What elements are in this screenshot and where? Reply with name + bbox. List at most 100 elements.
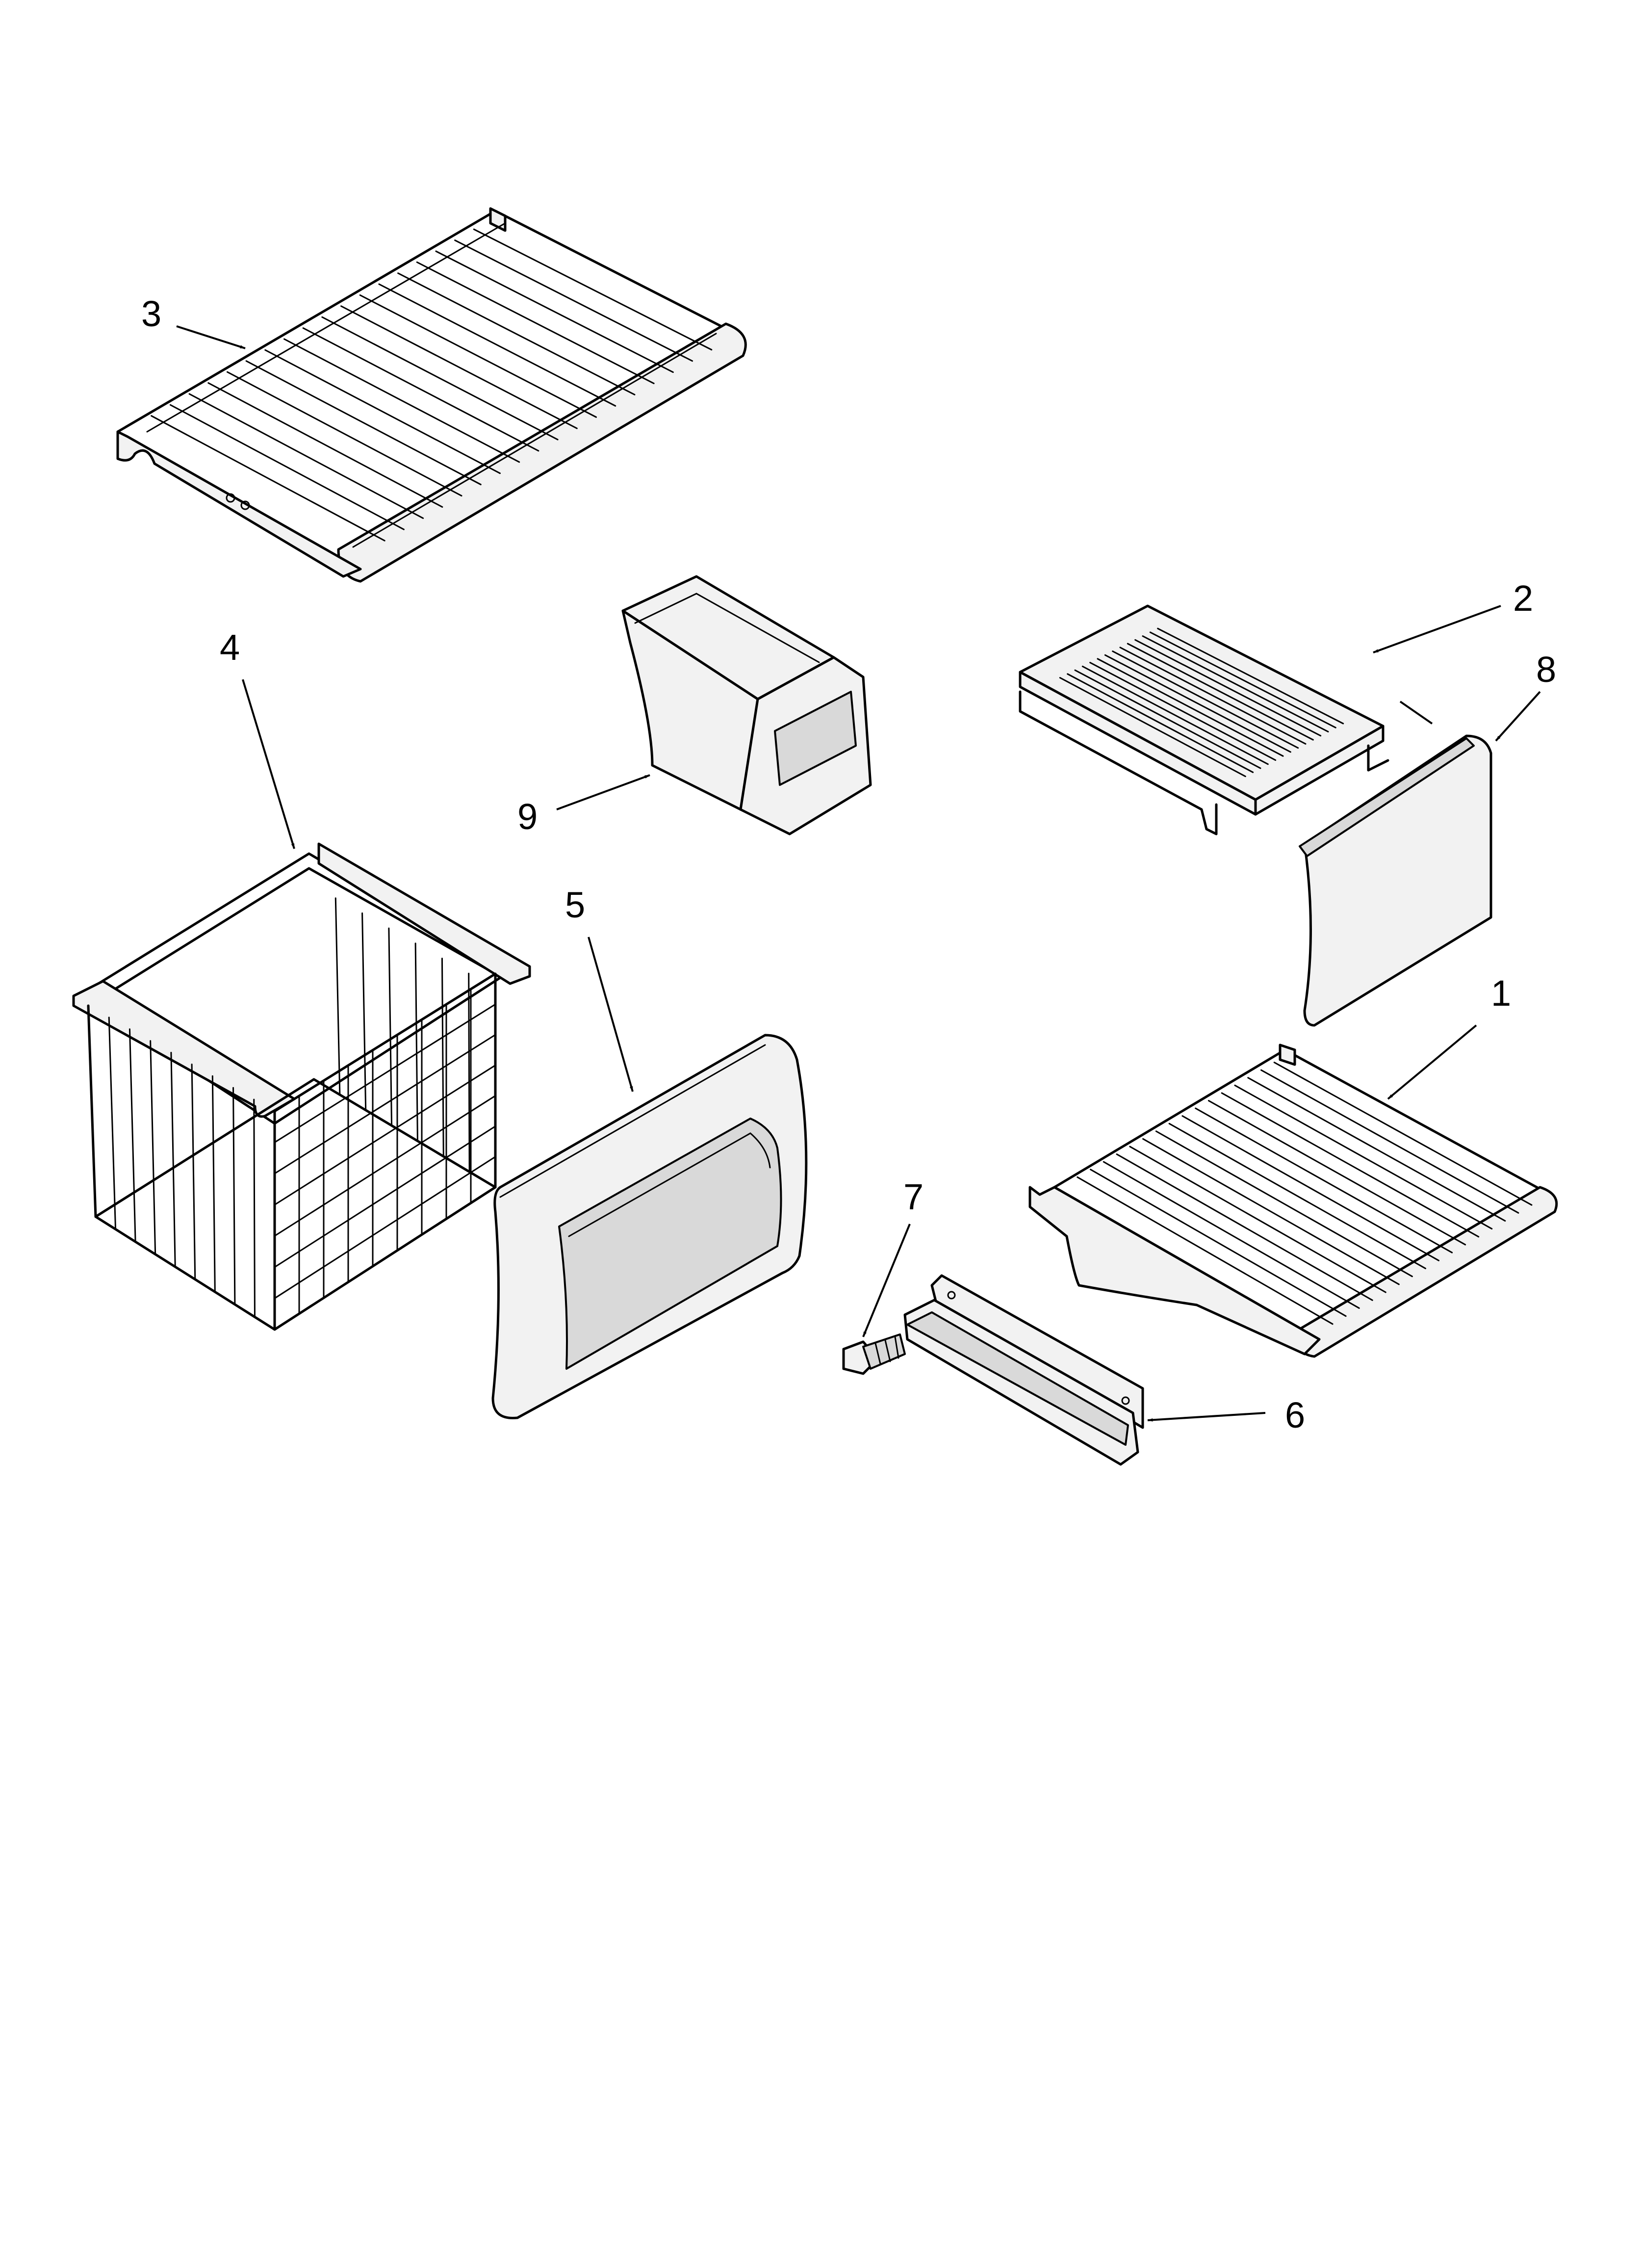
shelf-1-wire xyxy=(1195,1107,1453,1253)
callout-7: 7 xyxy=(862,1176,924,1337)
callout-5: 5 xyxy=(565,885,634,1092)
grille-2-slot xyxy=(1067,673,1254,773)
callout-9-arrow xyxy=(556,774,650,810)
callout-5-label: 5 xyxy=(565,885,585,925)
callout-1: 1 xyxy=(1387,973,1511,1100)
callout-1-arrow xyxy=(1387,1024,1477,1100)
shelf-3-wire xyxy=(146,222,506,433)
callout-4: 4 xyxy=(220,627,295,849)
grille-2-slot xyxy=(1059,677,1246,778)
part-2-grille-shelf xyxy=(1019,604,1389,835)
basket-4-wire xyxy=(274,1034,496,1174)
basket-4-wire xyxy=(274,1003,496,1144)
callout-7-arrow xyxy=(862,1224,911,1337)
shelf-3-wire xyxy=(435,250,674,373)
callout-8-arrow xyxy=(1495,691,1541,742)
grille-2-slot xyxy=(1119,647,1307,745)
part-4-wire-grid xyxy=(108,897,496,1318)
grille-2-slot xyxy=(1127,643,1314,741)
basket-4-wire xyxy=(274,1156,496,1299)
basket-4-wire xyxy=(274,1125,496,1268)
shelf-3-wire xyxy=(352,333,717,548)
callout-2-arrow xyxy=(1373,605,1501,653)
part-1-wire-grid xyxy=(1077,1062,1533,1325)
callout-6-label: 6 xyxy=(1285,1395,1305,1435)
shelf-3-wire xyxy=(321,316,559,441)
grille-2-slot xyxy=(1142,635,1329,732)
grille-2-slot xyxy=(1157,627,1344,725)
shelf-3-wire xyxy=(378,283,616,407)
shelf-1-wire xyxy=(1155,1130,1413,1277)
part-4-wire-basket xyxy=(72,842,531,1331)
callout-4-arrow xyxy=(242,679,295,849)
basket-4-wire xyxy=(211,1075,216,1293)
shelf-1-wire xyxy=(1207,1100,1466,1246)
shelf-1-wire xyxy=(1142,1138,1400,1285)
basket-4-wire xyxy=(334,897,341,1095)
basket-4-wire xyxy=(108,1017,117,1230)
shelf-1-wire xyxy=(1221,1092,1480,1238)
callout-2-leader xyxy=(1399,701,1433,725)
callout-9-label: 9 xyxy=(517,796,538,837)
grille-2-slot xyxy=(1074,669,1261,769)
callout-2: 2 xyxy=(1373,578,1533,725)
shelf-3-wire xyxy=(264,349,501,474)
shelf-3-wire xyxy=(473,228,713,351)
shelf-1-wire xyxy=(1234,1084,1493,1230)
part-7-screw xyxy=(842,1333,906,1375)
part-1-wire-shelf xyxy=(1028,1043,1558,1358)
shelf-1-wire xyxy=(1116,1153,1373,1301)
callout-4-label: 4 xyxy=(220,627,240,668)
shelf-3-wire xyxy=(245,360,482,486)
shelf-3-wire xyxy=(188,393,424,519)
grille-2-slot xyxy=(1112,650,1299,749)
callout-2-label: 2 xyxy=(1513,578,1533,619)
grille-2-slot xyxy=(1149,631,1336,729)
shelf-1-wire xyxy=(1181,1115,1440,1261)
basket-4-wire xyxy=(361,912,367,1111)
part-6-shelf-rail xyxy=(903,1274,1144,1466)
part-8-shelf-front xyxy=(1299,734,1492,1027)
shelf-1-wire xyxy=(1077,1176,1334,1325)
grille-2-slot xyxy=(1134,639,1322,737)
grille-2-slot xyxy=(1081,665,1269,765)
shelf-3-wire xyxy=(454,239,693,362)
callout-3: 3 xyxy=(141,293,246,349)
shelf-1-wire xyxy=(1168,1122,1426,1270)
shelf-1-wire xyxy=(1103,1161,1360,1309)
shelf-3-wire xyxy=(169,404,405,530)
callout-5-arrow xyxy=(588,937,634,1092)
shelf-1-wire xyxy=(1273,1062,1533,1206)
grille-2-slot xyxy=(1097,658,1284,757)
basket-4-wire xyxy=(388,927,393,1126)
basket-4-wire xyxy=(253,1098,256,1318)
callout-6-arrow xyxy=(1147,1412,1266,1422)
basket-4-wire xyxy=(191,1063,196,1280)
basket-4-wire xyxy=(274,1064,496,1206)
shelf-3-wire xyxy=(207,382,443,508)
shelf-3-wire xyxy=(302,327,539,452)
callout-8: 8 xyxy=(1495,649,1556,742)
basket-4-wire xyxy=(441,958,444,1157)
shelf-3-wire xyxy=(416,261,655,385)
basket-4-wire xyxy=(414,942,418,1142)
callout-8-label: 8 xyxy=(1536,649,1556,690)
shelf-1-wire xyxy=(1090,1169,1347,1317)
part-5-drawer-front xyxy=(491,1034,808,1419)
shelf-3-wire xyxy=(226,371,462,497)
callout-1-label: 1 xyxy=(1491,973,1511,1014)
callout-9: 9 xyxy=(517,774,650,837)
shelf-1-wire xyxy=(1247,1077,1506,1222)
grille-2-slot xyxy=(1104,654,1291,753)
basket-4-wire xyxy=(150,1040,156,1255)
part-3-wire-shelf xyxy=(116,207,747,583)
callout-7-label: 7 xyxy=(903,1176,924,1217)
shelf-1-wire xyxy=(1260,1069,1519,1214)
shelf-3-wire xyxy=(283,338,520,463)
shelf-3-wire xyxy=(397,272,636,395)
shelf-3-wire xyxy=(359,294,597,418)
part-9-storage-bin xyxy=(621,575,872,835)
grille-2-slot xyxy=(1089,662,1277,761)
part-3-wire-grid xyxy=(146,222,717,548)
